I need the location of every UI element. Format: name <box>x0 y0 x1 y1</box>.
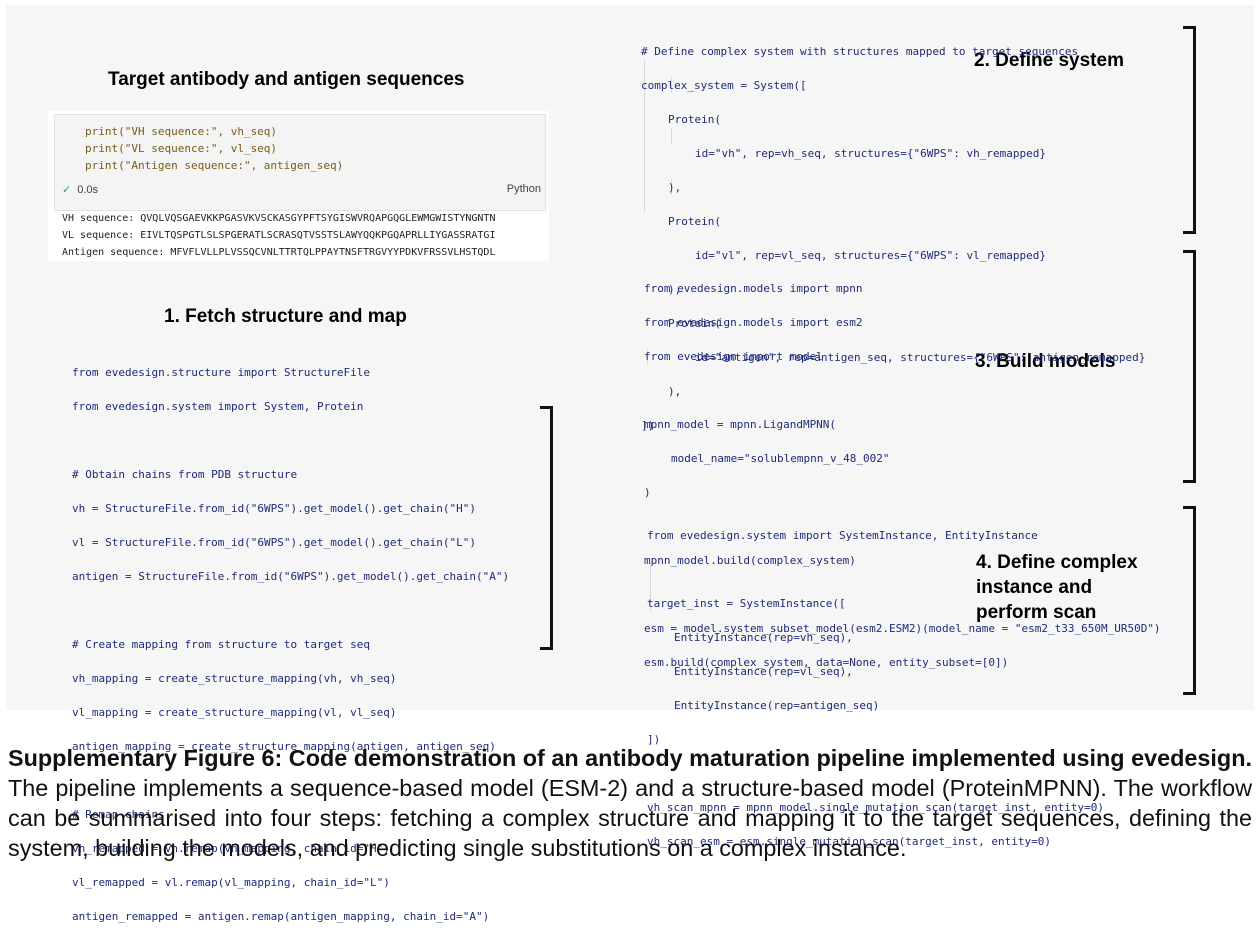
code-line: from evedesign.structure import Structur… <box>72 366 371 379</box>
code-line: id="vh", rep=vh_seq, structures={"6WPS":… <box>695 147 1046 160</box>
bracket-step2 <box>1183 26 1196 234</box>
code-line: Protein( <box>668 113 721 126</box>
code-line: vl_remapped = vl.remap(vl_mapping, chain… <box>72 876 390 889</box>
heading-step1: 1. Fetch structure and map <box>164 306 407 327</box>
figure-caption: Supplementary Figure 6: Code demonstrati… <box>8 743 1252 863</box>
notebook-code: print("VH sequence:", vh_seq) print("VL s… <box>85 123 343 174</box>
code-block-step1: from evedesign.structure import Structur… <box>72 347 509 942</box>
code-line: vh_remapped = vh.remap(vh_mapping, chain… <box>72 842 390 855</box>
code-line: vl = StructureFile.from_id("6WPS").get_m… <box>72 536 476 549</box>
notebook-status: ✓ 0.0s <box>62 183 98 196</box>
code-comment: # Obtain chains from PDB structure <box>72 468 298 481</box>
code-line-blank <box>72 602 509 619</box>
output-line: Antigen sequence: MFVFLVLLPLVSSQCVNLTTRT… <box>62 247 496 258</box>
code-line: EntityInstance(rep=antigen_seq) <box>674 699 880 712</box>
code-line-text: print("VL sequence:", vl_seq) <box>85 142 278 155</box>
code-line: ), <box>668 181 682 194</box>
notebook-input: print("VH sequence:", vh_seq) print("VL s… <box>54 114 546 211</box>
code-line: vh_mapping = create_structure_mapping(vh… <box>72 672 397 685</box>
code-line: from evedesign.models import mpnn <box>644 282 863 295</box>
code-line: antigen = StructureFile.from_id("6WPS").… <box>72 570 510 583</box>
code-line: ), <box>668 385 682 398</box>
caption-label: Supplementary Figure 6: Code demonstrati… <box>8 745 1252 771</box>
code-line: from evedesign.system import SystemInsta… <box>647 529 1038 542</box>
code-comment: # Remap chains <box>72 808 165 821</box>
execution-time: 0.0s <box>77 184 99 196</box>
code-block-step4: from evedesign.system import SystemInsta… <box>647 510 1104 867</box>
bracket-step3 <box>1183 250 1196 483</box>
code-comment: # Define complex system with structures … <box>641 45 1079 58</box>
notebook-output: VH sequence: QVQLVQSGAEVKKPGASVKVSCKASGY… <box>62 210 495 261</box>
caption-text: The pipeline implements a sequence-based… <box>8 775 1252 861</box>
indent-guide <box>671 77 672 93</box>
code-line: ), <box>668 283 682 296</box>
code-line: ) <box>644 486 651 499</box>
output-line: VL sequence: EIVLTQSPGTLSLSPGERATLSCRASQ… <box>62 230 496 241</box>
indent-guide <box>671 179 672 195</box>
code-line-text: print("Antigen sequence:", antigen_seq) <box>85 159 344 172</box>
bracket-step1 <box>540 406 553 650</box>
heading-step4-line1: 4. Define complex <box>976 552 1138 573</box>
code-line: ]) <box>647 733 661 746</box>
code-line: print("VL sequence:", vl_seq) <box>85 140 343 157</box>
code-line: vl_mapping = create_structure_mapping(vl… <box>72 706 397 719</box>
check-icon: ✓ <box>62 184 72 196</box>
code-line: model_name="solublempnn_v_48_002" <box>671 452 890 465</box>
code-block-step2: # Define complex system with structures … <box>641 26 1145 451</box>
code-line: mpnn_model = mpnn.LigandMPNN( <box>644 418 837 431</box>
output-line: VH sequence: QVQLVQSGAEVKKPGASVKVSCKASGY… <box>62 213 496 224</box>
code-line: target_inst = SystemInstance([ <box>647 597 846 610</box>
code-line: from evedesign.system import System, Pro… <box>72 400 364 413</box>
code-line: vh_scan_esm = esm.single_mutation_scan(t… <box>647 835 1051 848</box>
heading-step2: 2. Define system <box>974 50 1124 71</box>
code-line-text: print("VH sequence:", vh_seq) <box>85 125 278 138</box>
code-line: print("Antigen sequence:", antigen_seq) <box>85 157 343 174</box>
code-line: from evedesign import model <box>644 350 823 363</box>
heading-step4-line2: instance and <box>976 577 1093 598</box>
code-line-blank <box>644 382 1161 399</box>
indent-guide <box>650 561 651 611</box>
code-line-blank <box>72 432 509 449</box>
code-line: esm.build(complex_system, data=None, ent… <box>644 656 1009 669</box>
heading-step3: 3. Build models <box>975 351 1116 372</box>
code-comment: # Create mapping from structure to targe… <box>72 638 371 651</box>
code-line: esm = model.system_subset_model(esm2.ESM… <box>644 622 1161 635</box>
code-line: vh = StructureFile.from_id("6WPS").get_m… <box>72 502 476 515</box>
code-line: Protein( <box>668 215 721 228</box>
indent-guide <box>671 128 672 144</box>
code-line: mpnn_model.build(complex_system) <box>644 554 856 567</box>
code-line: EntityInstance(rep=vh_seq), <box>674 631 853 644</box>
code-line: Protein( <box>668 317 721 330</box>
bracket-step4 <box>1183 506 1196 695</box>
heading-step4-line3: perform scan <box>976 602 1097 623</box>
language-label: Python <box>506 183 541 195</box>
heading-target-sequences: Target antibody and antigen sequences <box>108 69 465 90</box>
code-line: from evedesign.models import esm2 <box>644 316 863 329</box>
code-line: complex_system = System([ <box>641 79 807 92</box>
code-line: print("VH sequence:", vh_seq) <box>85 123 343 140</box>
code-line: antigen_mapping = create_structure_mappi… <box>72 740 496 753</box>
code-line: id="vl", rep=vl_seq, structures={"6WPS":… <box>695 249 1046 262</box>
indent-guide <box>647 349 648 365</box>
code-block-step3: from evedesign.models import mpnn from e… <box>644 263 1161 688</box>
indent-guide <box>644 60 645 212</box>
notebook-cell: print("VH sequence:", vh_seq) print("VL s… <box>48 111 549 261</box>
code-line: EntityInstance(rep=vl_seq), <box>674 665 853 678</box>
code-line: vh_scan_mpnn = mpnn_model.single_mutatio… <box>647 801 1104 814</box>
code-line-blank <box>647 561 1104 578</box>
code-line: antigen_remapped = antigen.remap(antigen… <box>72 910 490 923</box>
code-line: id="antigen", rep=antigen_seq, structure… <box>695 351 1146 364</box>
code-line: ]) <box>641 419 655 432</box>
